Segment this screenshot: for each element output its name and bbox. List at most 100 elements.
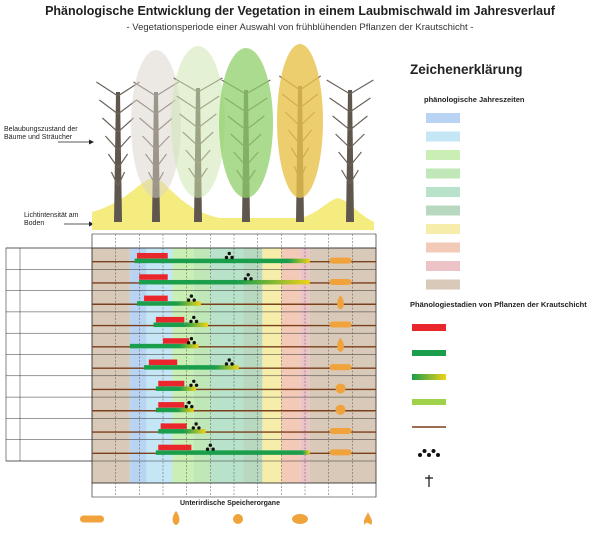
seed-dot (205, 447, 210, 451)
seed-dot (224, 255, 229, 260)
bloom-bar (148, 359, 178, 365)
dieoff-bar (177, 301, 201, 306)
rhizome-icon (329, 364, 352, 371)
rhizome-tuber-icon (292, 514, 308, 524)
storage-icons (80, 511, 373, 525)
seed-dot (227, 358, 231, 362)
tree (277, 44, 323, 222)
dieoff-bar (179, 386, 197, 391)
tree (131, 50, 181, 222)
dieoff-bar (179, 343, 199, 349)
bloom-bar (144, 295, 168, 302)
tree-branch (107, 153, 119, 169)
rhizome-icon (329, 257, 352, 264)
tree-branch (349, 151, 362, 167)
bloom-bar (158, 402, 185, 408)
bloom-bar (155, 316, 185, 323)
bloom-bar (139, 274, 168, 280)
leaf-bar (155, 450, 303, 455)
rhizome-icon (80, 515, 104, 523)
tree-branch (96, 81, 119, 97)
bloom-bar (136, 253, 168, 259)
seed-dot (192, 315, 196, 320)
tree-branch (326, 79, 351, 95)
seed-dot-icon (431, 449, 436, 453)
dieoff-bar (184, 322, 208, 328)
seed-dot (189, 337, 194, 341)
tree-branch (117, 153, 129, 169)
seed-dot (186, 298, 191, 302)
seed-dot (194, 319, 199, 324)
tree-crown (131, 50, 181, 198)
rhizome-icon (329, 321, 352, 328)
tree-branch (341, 169, 351, 185)
season-swatch (426, 242, 460, 253)
season-band (262, 248, 282, 483)
season-swatch (426, 261, 460, 271)
green-bar-icon (412, 350, 446, 356)
tree-branch (349, 97, 371, 113)
seed-dot (249, 277, 253, 281)
foliage-annotation: Belaubungszustand der Bäume und Sträuche… (4, 126, 78, 141)
tree-branch (335, 133, 351, 149)
tree-illustrations (96, 44, 374, 222)
bulb-icon (337, 295, 344, 310)
season-band (129, 248, 147, 483)
leaf-bar (136, 301, 178, 306)
tuber-icon (335, 404, 346, 415)
dieoff-bar (238, 279, 310, 285)
tree-branch (349, 79, 374, 95)
tree (171, 46, 225, 222)
tree-branch (101, 117, 119, 133)
leaf-bar (153, 322, 185, 328)
leaf-bar (139, 279, 239, 285)
season-swatch (426, 205, 460, 216)
leaf-bar (155, 407, 178, 413)
dieoff-bar (184, 429, 206, 434)
bloom-bar (160, 423, 187, 429)
root-tuber-icon (337, 337, 344, 352)
seed-dot (192, 298, 196, 302)
page-subtitle: - Vegetationsperiode einer Auswahl von f… (126, 22, 474, 33)
dieoff-bar (302, 450, 310, 455)
seed-dot (191, 426, 196, 430)
seed-dot (190, 404, 194, 409)
tree-crown (277, 44, 323, 198)
seed-dot (187, 400, 191, 405)
tree-branch (117, 117, 135, 133)
seed-dot (243, 277, 248, 281)
rhizome-icon (329, 278, 352, 285)
tree-branch (349, 169, 359, 185)
season-band (281, 248, 301, 483)
storage-heading: Unterirdische Speicherorgane (180, 500, 280, 507)
season-swatch (426, 131, 460, 142)
phenology-chart (5, 233, 377, 498)
seed-dot (194, 383, 199, 387)
seed-dot (211, 447, 215, 451)
seed-dot (230, 255, 234, 260)
seed-dot (197, 426, 201, 430)
page-title: Phänologische Entwicklung der Vegetation… (45, 4, 555, 18)
legend-swatches (412, 113, 460, 487)
bloom-bar (163, 338, 190, 344)
tree-branch (117, 171, 126, 187)
tree (326, 79, 374, 222)
season-swatch (426, 279, 460, 290)
tree-branch (349, 133, 365, 149)
tree-branch (99, 99, 119, 115)
tuber-icon (233, 514, 243, 524)
bloom-bar (158, 380, 185, 387)
tree-trunk (346, 90, 354, 222)
seed-dot (224, 362, 229, 366)
tree-branch (349, 115, 368, 131)
tuber-icon (335, 383, 346, 394)
season-swatch (426, 224, 460, 234)
seed-dot (192, 341, 196, 345)
root-tuber-icon (363, 512, 373, 525)
stages-heading: Phänologiestadien von Pflanzen der Kraut… (410, 300, 587, 309)
chart-frame (91, 247, 377, 484)
dieoff-bar (215, 365, 239, 370)
leaf-bar (129, 343, 180, 349)
tree-crown (171, 46, 225, 198)
legend-heading: Zeichenerklärung (410, 62, 523, 77)
